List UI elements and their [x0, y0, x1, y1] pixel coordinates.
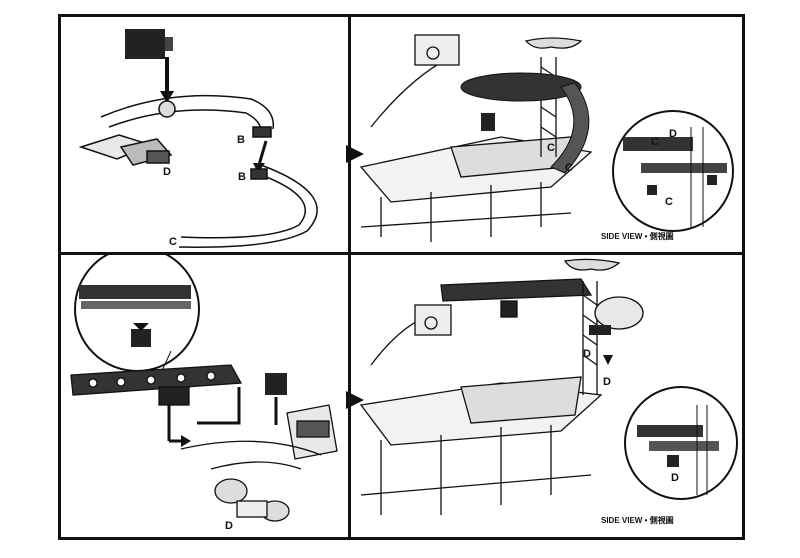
connector-part	[589, 325, 611, 335]
side-view-caption: SIDE VIEW • 側視圖	[601, 231, 674, 241]
dark-tray	[460, 72, 582, 102]
roller-unit	[286, 404, 338, 460]
playset-structure	[359, 34, 593, 242]
upper-curved-track	[100, 94, 275, 138]
long-track-bar	[70, 364, 243, 406]
next-step-arrow-icon	[346, 145, 364, 163]
step-4-illustration: D D D SIDE VIEW • 側視圖	[359, 258, 738, 525]
label-d: D	[163, 166, 171, 178]
step-panel-3: D	[61, 255, 351, 537]
connector-piece	[125, 29, 174, 103]
magnified-detail	[74, 255, 200, 372]
label-b-lower: B	[238, 171, 246, 183]
tower	[524, 37, 583, 157]
playset-structure	[359, 304, 603, 515]
label-c: C	[169, 236, 177, 248]
tower	[563, 258, 644, 395]
spiral-ramp	[550, 82, 590, 174]
label-c-detail-2: C	[665, 196, 673, 208]
top-track-bar	[440, 278, 593, 318]
step-2-illustration: C C C C D SIDE VIEW • 側視圖	[359, 34, 734, 242]
label-d-main-2: D	[603, 376, 611, 388]
side-view-detail	[612, 110, 734, 232]
down-arrow-icon	[167, 405, 187, 443]
label-d-main: D	[583, 348, 591, 360]
clip-part	[265, 373, 287, 395]
step-panel-1: B B C D	[61, 17, 351, 255]
track-base	[78, 134, 173, 166]
base-platform	[180, 440, 322, 522]
connector-part	[481, 113, 495, 131]
label-b-upper: B	[237, 134, 245, 146]
instruction-sheet: B B C D	[58, 14, 745, 540]
label-d-detail: D	[671, 472, 679, 484]
step-panel-4: D D D SIDE VIEW • 側視圖	[351, 255, 742, 537]
next-step-arrow-icon	[346, 391, 364, 409]
lower-curved-track	[178, 164, 318, 248]
label-c-tower: C	[565, 162, 573, 174]
step-1-illustration: B B C D	[78, 29, 318, 248]
label-c-detail: C	[651, 136, 659, 148]
down-arrow-icon	[603, 355, 613, 365]
side-view-detail	[624, 386, 738, 500]
down-arrow-icon	[257, 140, 268, 166]
label-d: D	[225, 520, 233, 532]
label-d-detail: D	[669, 128, 677, 140]
side-view-caption: SIDE VIEW • 側視圖	[601, 515, 674, 525]
label-c-main: C	[547, 142, 555, 154]
step-3-illustration: D	[70, 255, 338, 532]
step-panel-2: C C C C D SIDE VIEW • 側視圖	[351, 17, 742, 255]
